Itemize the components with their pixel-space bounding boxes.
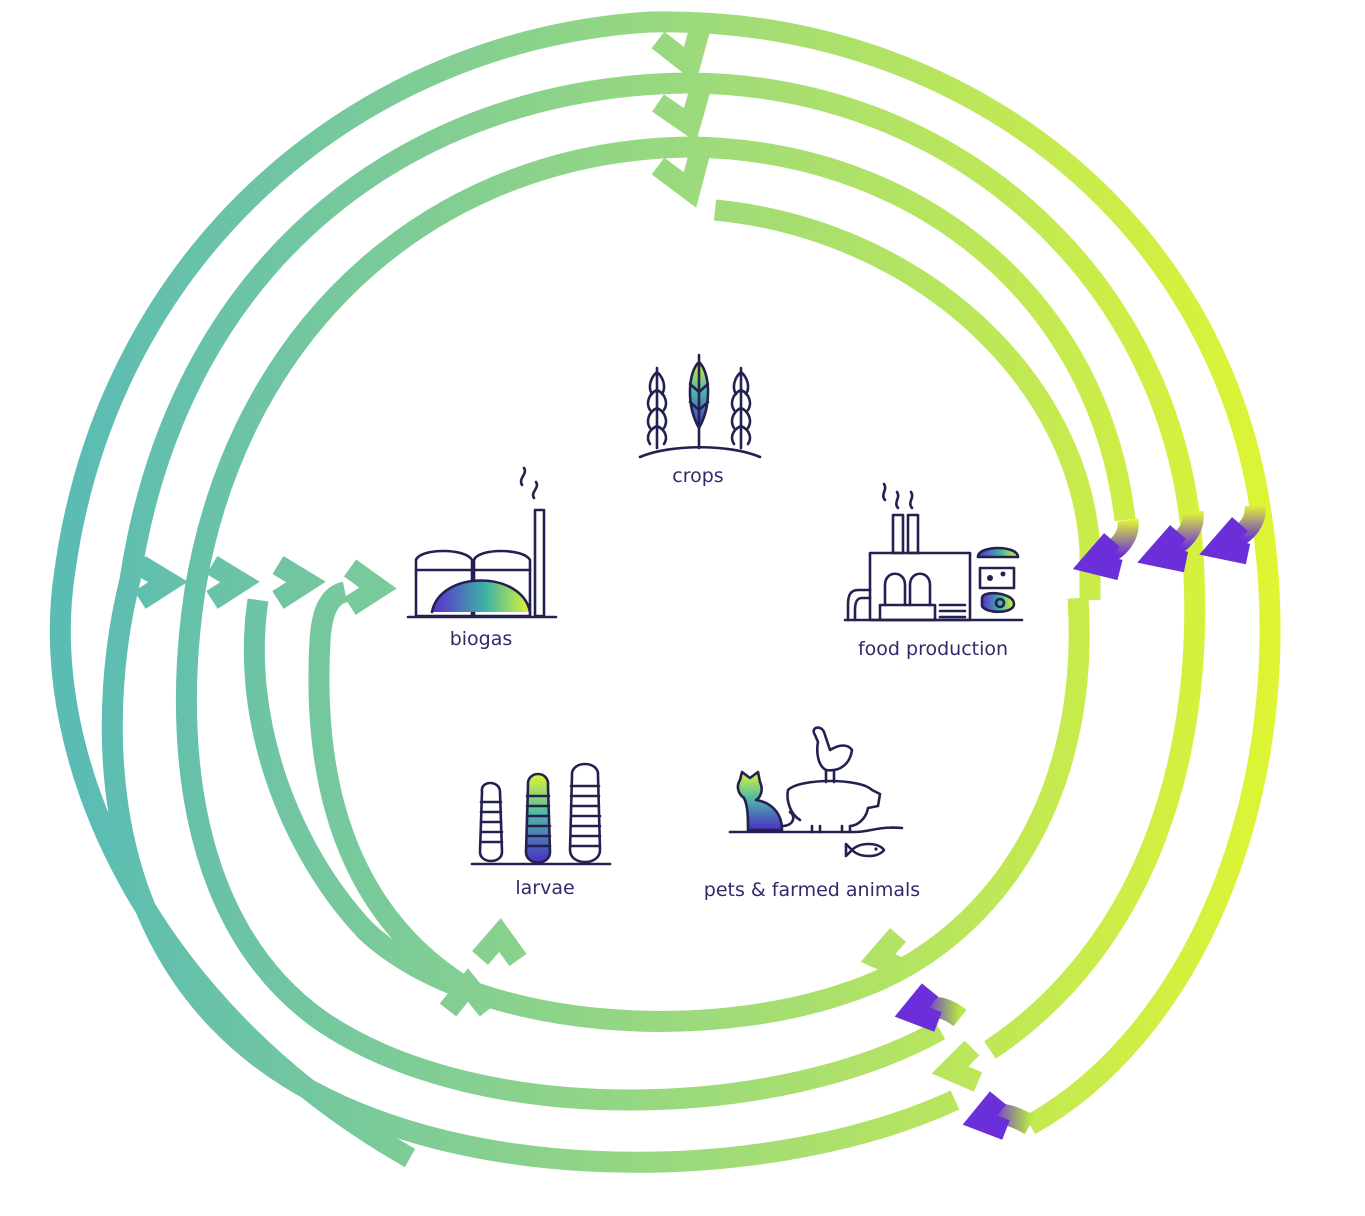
ring-outer <box>49 11 1281 1168</box>
wheat-icon <box>638 353 762 459</box>
purple-arrow-3 <box>1199 517 1251 565</box>
larvae-label: larvae <box>515 877 574 899</box>
ring-fourth <box>713 199 1101 600</box>
purple-arrow-1 <box>1072 533 1123 581</box>
purple-arrow-2 <box>1137 525 1189 573</box>
arrow-left-1 <box>134 556 188 609</box>
ring-second <box>101 72 1206 1173</box>
arrow-left-2 <box>206 556 260 609</box>
node-biogas: biogas <box>406 466 558 650</box>
biogas-plant-icon <box>406 466 558 619</box>
arrow-left-4 <box>343 559 397 615</box>
factory-icon <box>843 482 1024 622</box>
node-pets-farmed-animals: pets & farmed animals <box>704 726 920 901</box>
arrow-bottom-2 <box>931 1040 983 1092</box>
node-food-production: food production <box>843 482 1024 660</box>
animals-icon <box>728 726 904 858</box>
node-crops: crops <box>638 353 762 487</box>
arrowheads <box>134 25 983 1092</box>
ring-third <box>175 136 1136 1111</box>
food-production-label: food production <box>858 638 1008 660</box>
arrow-top-2 <box>652 87 711 142</box>
crops-label: crops <box>672 465 723 487</box>
arrow-pets-in <box>860 928 910 980</box>
arrow-top-3 <box>651 149 711 208</box>
purple-arrows <box>894 503 1266 1140</box>
arrow-up-2 <box>439 968 497 1017</box>
purple-arrow-4 <box>894 983 942 1032</box>
ring-fourth-lower <box>243 597 1090 1032</box>
ring-inner <box>308 581 476 1000</box>
arrow-top-1 <box>651 25 711 84</box>
node-larvae: larvae <box>470 762 612 899</box>
pets-farmed-animals-label: pets & farmed animals <box>704 879 920 901</box>
biogas-label: biogas <box>450 628 513 650</box>
larvae-icon <box>470 762 612 866</box>
purple-arrow-5 <box>962 1091 1010 1140</box>
arrow-up-1 <box>472 918 527 967</box>
flow-rings <box>49 11 1281 1173</box>
arrow-left-3 <box>272 556 326 609</box>
